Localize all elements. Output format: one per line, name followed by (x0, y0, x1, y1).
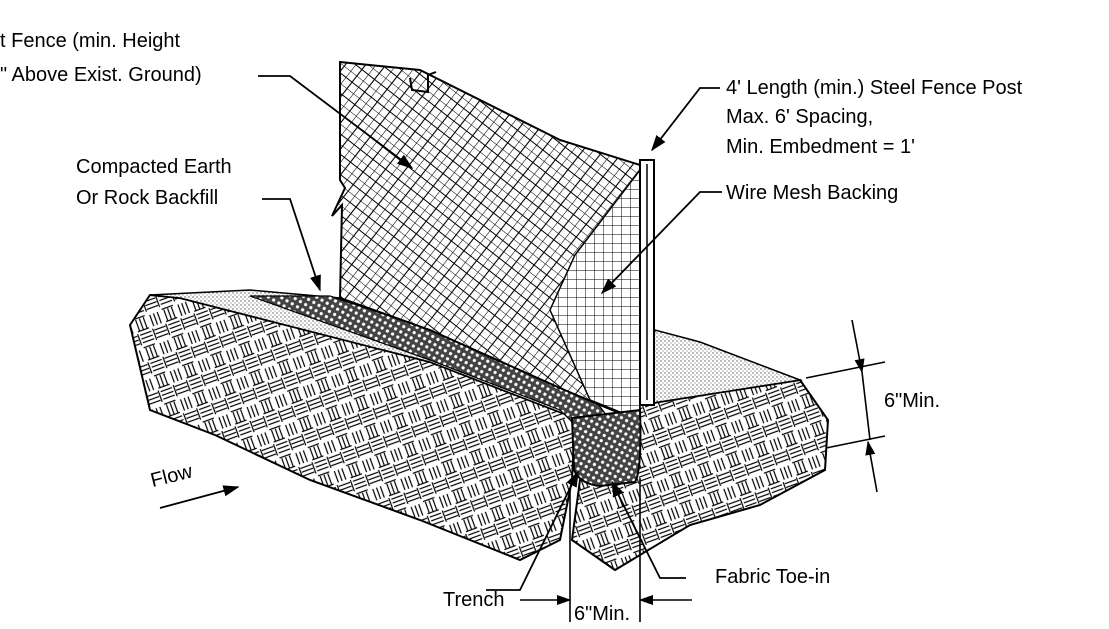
steel-post-label-line1: 4' Length (min.) Steel Fence Post (726, 77, 1023, 99)
trench-label: Trench (443, 589, 505, 611)
compacted-backfill-label-line2: Or Rock Backfill (76, 187, 219, 209)
trench (570, 408, 642, 488)
depth-dimension (805, 319, 886, 493)
leader-lines (258, 75, 722, 591)
depth-dimension-label: 6"Min. (884, 390, 941, 412)
wire-mesh-backing (549, 167, 641, 422)
steel-fence-post-front (639, 159, 655, 406)
wire-mesh-label: Wire Mesh Backing (726, 182, 899, 204)
steel-post-label-line2: Max. 6' Spacing, (726, 106, 874, 128)
silt-fence-label-line1: t Fence (min. Height (0, 30, 181, 52)
width-dimension (520, 478, 692, 622)
fabric-toe-in-label: Fabric Toe-in (715, 566, 831, 588)
steel-post-label-line3: Min. Embedment = 1' (726, 136, 915, 158)
compacted-backfill-label-line1: Compacted Earth (76, 156, 232, 178)
silt-fence-label-line2: " Above Exist. Ground) (0, 64, 202, 86)
steel-fence-post-back (409, 71, 437, 94)
flow-arrow (159, 485, 240, 509)
width-dimension-label: 6"Min. (574, 603, 631, 625)
